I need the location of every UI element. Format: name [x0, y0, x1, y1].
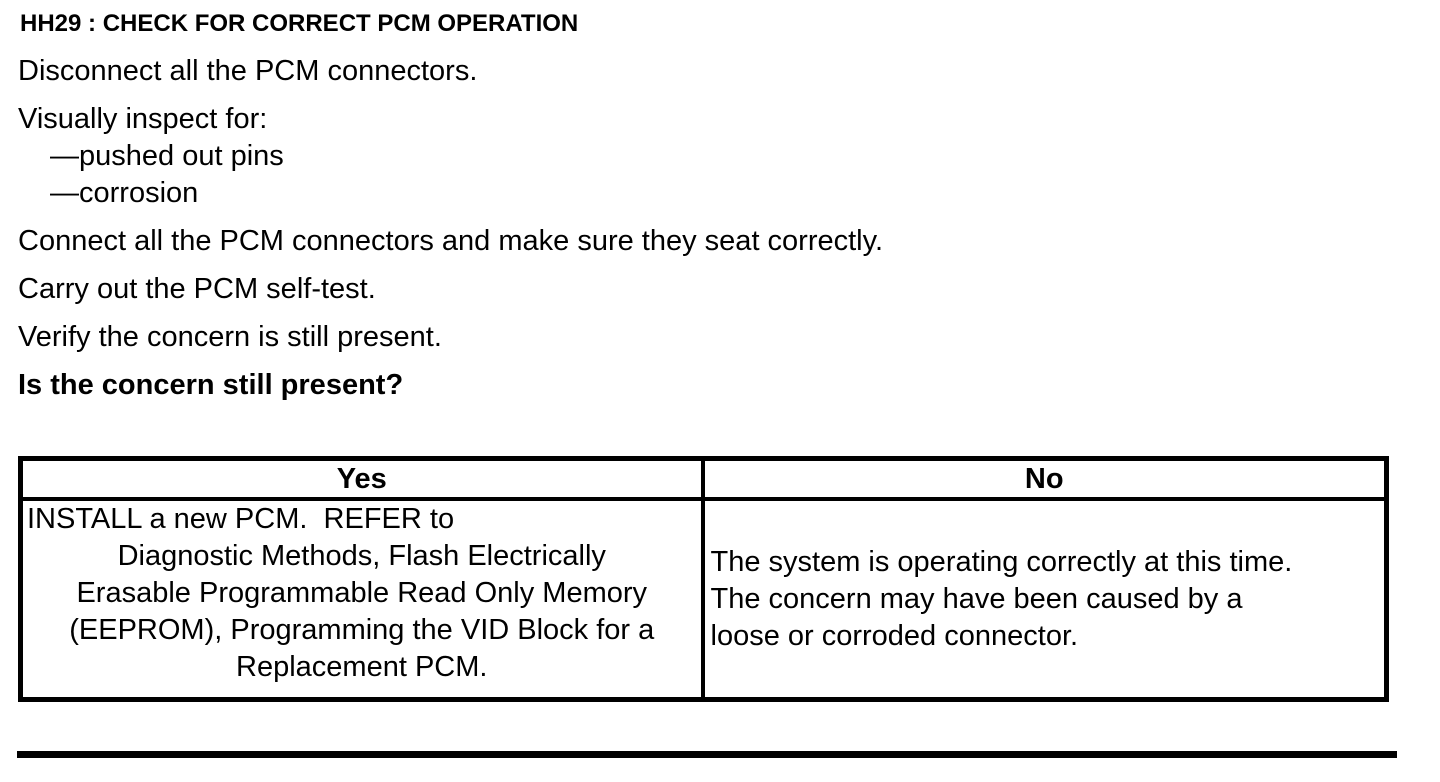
no-action-line: The system is operating correctly at thi… — [710, 545, 1293, 578]
procedure-heading: HH29 : CHECK FOR CORRECT PCM OPERATION — [20, 10, 579, 37]
decision-table-header-row: Yes No — [18, 456, 1389, 501]
no-action-cell: The system is operating correctly at thi… — [700, 497, 1389, 702]
inspect-list-item-pins: —pushed out pins — [50, 140, 284, 172]
yes-action-line: Replacement PCM. — [236, 651, 488, 683]
no-column-header: No — [700, 456, 1389, 501]
step-connect-text: Connect all the PCM connectors and make … — [18, 225, 884, 257]
inspect-list: —pushed out pins —corrosion — [18, 138, 1440, 212]
yes-action-line: Erasable Programmable Read Only Memory — [76, 577, 648, 609]
step-inspect-intro-text: Visually inspect for: — [18, 103, 268, 135]
yes-action-cell: INSTALL a new PCM. REFER to Diagnostic M… — [18, 497, 705, 702]
section-divider — [17, 751, 1397, 758]
no-action-line: The concern may have been caused by a — [710, 582, 1243, 615]
yes-action-line: INSTALL a new PCM. REFER to — [27, 503, 455, 535]
step-selftest-text: Carry out the PCM self-test. — [18, 273, 376, 305]
procedure-section: HH29 : CHECK FOR CORRECT PCM OPERATION D… — [17, 10, 1440, 758]
yes-column-header: Yes — [18, 456, 705, 501]
yes-action-line: (EEPROM), Programming the VID Block for … — [69, 614, 655, 646]
decision-table-body-row: INSTALL a new PCM. REFER to Diagnostic M… — [18, 497, 1389, 702]
step-verify-text: Verify the concern is still present. — [18, 321, 442, 353]
yes-action-line: Diagnostic Methods, Flash Electrically — [117, 540, 606, 572]
step-disconnect-text: Disconnect all the PCM connectors. — [18, 55, 478, 87]
no-action-line: loose or corroded connector. — [710, 619, 1079, 652]
question-text: Is the concern still present? — [18, 369, 404, 401]
inspect-list-item-corrosion: —corrosion — [50, 177, 199, 209]
decision-table: Yes No INSTALL a new PCM. REFER to Diagn… — [18, 456, 1389, 702]
